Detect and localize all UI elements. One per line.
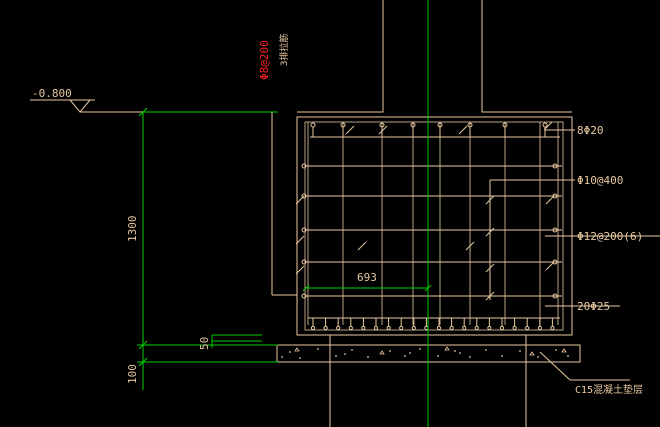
bottom-bar-dot: [336, 325, 341, 331]
cushion-speck: [485, 349, 487, 351]
cushion-speck: [437, 355, 439, 357]
tie-tick: [295, 195, 305, 205]
left-rebar-note: 3排拉筋: [278, 34, 290, 66]
right-annotations: [489, 129, 660, 381]
rebar-horizontal-bars: [305, 165, 562, 297]
bottom-bar-dot: [512, 325, 517, 331]
tie-tick: [295, 235, 305, 245]
rebar-top-row: [310, 122, 560, 138]
cushion-speck: [459, 352, 461, 354]
cushion-speck: [367, 356, 369, 358]
bottom-bar-dot: [525, 325, 530, 331]
bottom-bar-dot: [373, 325, 379, 331]
bottom-bar-dot: [436, 325, 442, 331]
bottom-bar-dot: [550, 325, 555, 331]
cushion-aggregate: [561, 348, 567, 353]
bottom-bar-dot: [411, 325, 416, 331]
cushion-speck: [299, 357, 301, 359]
tie-tick: [543, 121, 553, 131]
rebar-tie-ticks: [295, 121, 555, 301]
cushion-speck: [281, 356, 283, 358]
elevation-label: -0.800: [32, 87, 72, 100]
cushion-speck: [454, 350, 456, 352]
rebar-side-left: [301, 163, 316, 299]
tie-tick: [458, 125, 468, 135]
cushion-aggregate: [294, 347, 300, 352]
cushion-speck: [289, 351, 291, 353]
footing-inner-cover: [304, 121, 564, 331]
cushion-speck: [519, 350, 521, 352]
bottom-bar-dot: [348, 325, 353, 331]
label-cushion-note: C15混凝土垫层: [575, 383, 643, 396]
cushion-aggregate: [444, 346, 450, 351]
column-outline: [297, 0, 572, 113]
tie-tick: [545, 195, 555, 205]
rebar-vertical-bars: [307, 122, 559, 325]
label-stirrup: Φ10@400: [577, 174, 623, 187]
label-bottom-bars: 20Φ25: [577, 300, 610, 313]
bottom-bar-dot: [487, 325, 492, 331]
cushion-speck: [419, 348, 421, 350]
footing-outline: [296, 116, 573, 336]
bottom-bar-dot: [310, 325, 316, 331]
cushion-speck: [344, 353, 346, 355]
cushion-speck: [469, 356, 471, 358]
cushion-aggregate: [379, 350, 385, 355]
bottom-bar-dot: [449, 325, 454, 331]
cushion-speck: [335, 355, 337, 357]
cushion-speck: [555, 349, 557, 351]
tie-tick: [357, 241, 367, 251]
label-top-bars: 8Φ20: [577, 124, 604, 137]
bottom-bar-dot: [386, 325, 391, 331]
cushion-speck: [317, 348, 319, 350]
tie-tick: [545, 261, 555, 271]
top-bar-dot: [310, 122, 316, 128]
tie-tick: [378, 125, 388, 135]
cushion-aggregate: [529, 351, 535, 356]
dim-height-small: 50: [198, 337, 211, 350]
cushion-speck: [351, 349, 353, 351]
cushion-speck: [404, 355, 406, 357]
cushion-speck: [409, 352, 411, 354]
bottom-bar-dot: [462, 325, 467, 331]
top-bar-dot: [542, 122, 548, 128]
dim-horizontal: 693: [357, 271, 377, 284]
pile-outline: [329, 335, 527, 427]
cushion-speck: [501, 355, 503, 357]
bottom-bar-dot: [499, 325, 505, 331]
cushion-speck: [567, 355, 569, 357]
left-rebar-label: Φ8@200: [258, 40, 271, 80]
cushion-speck: [537, 356, 539, 358]
bottom-bar-dot: [361, 325, 366, 331]
bottom-bar-dot: [323, 325, 328, 331]
left-rebar-annotation: Φ8@200 3排拉筋: [258, 34, 297, 296]
cushion-speck: [389, 350, 391, 352]
dim-height-main: 1300: [126, 216, 139, 243]
label-side-bars: Φ12@200(6): [577, 230, 643, 243]
vertical-dimension: [137, 107, 278, 390]
tie-tick: [465, 241, 475, 251]
tie-tick: [345, 125, 355, 135]
tie-tick: [295, 265, 305, 275]
rebar-side-right: [543, 163, 558, 299]
bottom-bar-dot: [474, 325, 479, 331]
dim-cushion-thickness: 100: [126, 364, 139, 384]
elevation-marker: -0.800: [30, 87, 272, 113]
rebar-bottom-row: [308, 317, 560, 331]
horizontal-dimension: [302, 284, 432, 292]
bottom-bar-dot: [399, 325, 404, 331]
bottom-bar-dot: [537, 325, 542, 331]
